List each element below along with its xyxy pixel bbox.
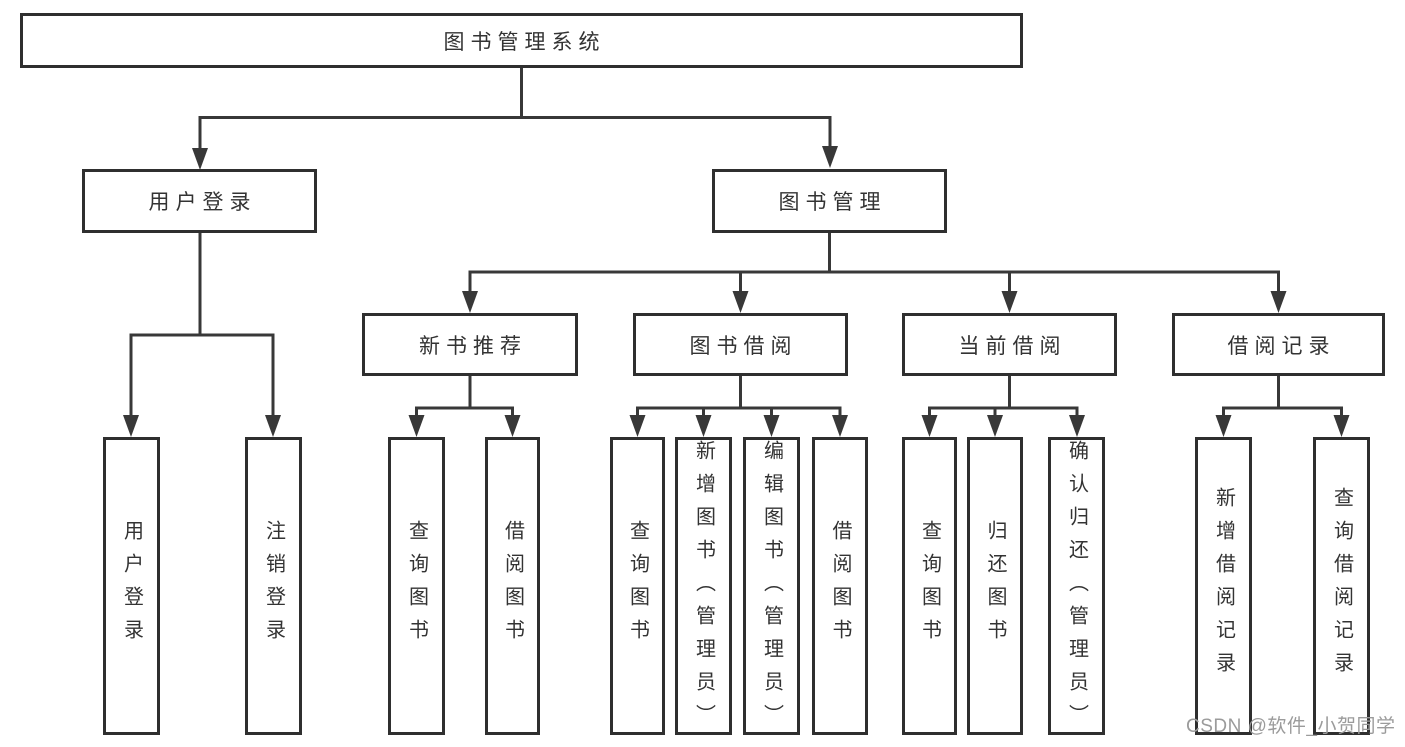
arrowhead-icon [265,415,281,437]
branch-new-book-recommend [408,376,521,437]
arrowhead-icon [408,415,425,437]
arrowhead-icon [1001,291,1018,313]
arrowhead-icon [192,148,208,170]
leaf-query-borrow-record: 查询借阅记录 [1313,437,1370,735]
arrowhead-icon [732,291,749,313]
leaf-borrow-books-recommend: 借阅图书 [485,437,540,735]
node-book-borrowing: 图书借阅 [633,313,848,376]
arrowhead-icon [763,415,780,437]
leaf-query-books-current: 查询图书 [902,437,957,735]
branch-current-borrowing [921,376,1085,437]
leaf-add-borrow-record: 新增借阅记录 [1195,437,1252,735]
node-new-book-recommend: 新书推荐 [362,313,578,376]
arrowhead-icon [1270,291,1287,313]
leaf-logout: 注销登录 [245,437,302,735]
arrowhead-icon [1333,415,1350,437]
arrowhead-icon [832,415,848,437]
branch-borrowing-records [1215,376,1350,437]
arrowhead-icon [462,291,478,313]
node-borrowing-records: 借阅记录 [1172,313,1385,376]
csdn-watermark: CSDN @软件_小贺同学 [1186,716,1396,737]
branch-user-login [123,233,281,437]
arrowhead-icon [1215,415,1232,437]
arrowhead-icon [1069,415,1085,437]
leaf-confirm-return-admin: 确认归还（管理员） [1048,437,1105,737]
branch-book-borrowing [629,376,848,437]
node-book-management: 图书管理 [712,169,947,233]
arrowhead-icon [822,146,838,168]
arrowhead-icon [123,415,139,437]
leaf-query-books-borrowing: 查询图书 [610,437,665,735]
leaf-query-books-recommend: 查询图书 [388,437,445,735]
leaf-return-books: 归还图书 [967,437,1023,735]
arrowhead-icon [504,415,521,437]
node-user-login: 用户登录 [82,169,317,233]
leaf-add-books-admin: 新增图书（管理员） [675,437,732,737]
branch-root [192,68,838,170]
branch-book-management [462,232,1287,313]
arrowhead-icon [695,415,712,437]
arrowhead-icon [921,415,938,437]
arrowhead-icon [987,415,1003,437]
leaf-user-login: 用户登录 [103,437,160,735]
node-current-borrowing: 当前借阅 [902,313,1117,376]
leaf-borrow-books: 借阅图书 [812,437,868,735]
leaf-edit-books-admin: 编辑图书（管理员） [743,437,800,737]
node-library-management-system: 图书管理系统 [20,13,1023,68]
arrowhead-icon [629,415,646,437]
